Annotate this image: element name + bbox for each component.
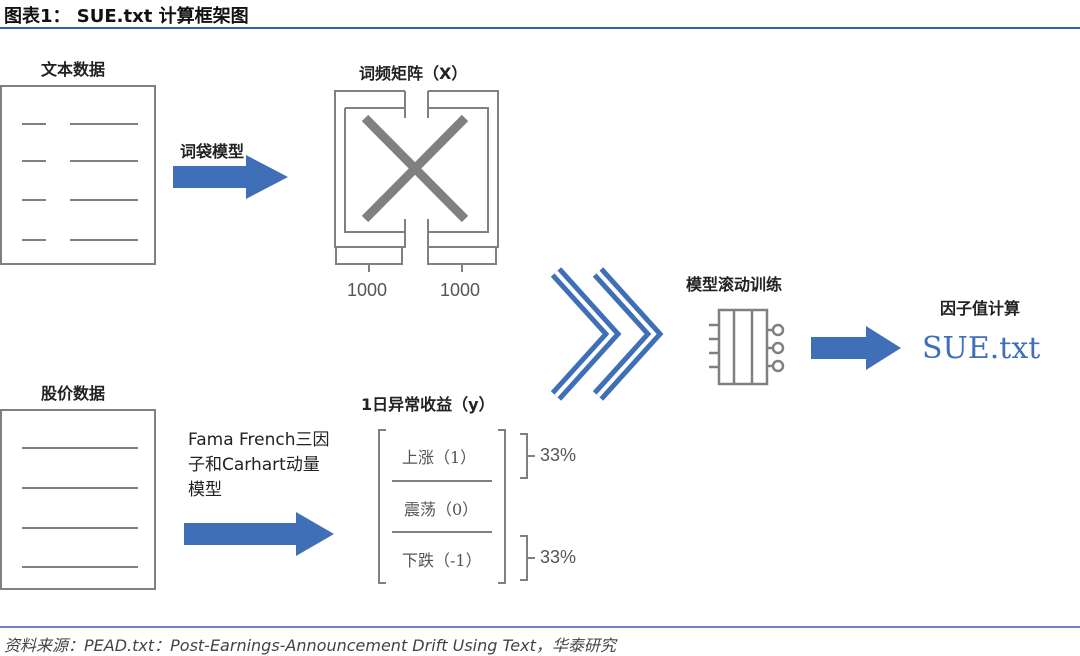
- bag-of-words-arrow: [173, 155, 288, 199]
- class-down: 下跌（-1）: [402, 551, 482, 570]
- class-share-braces: [520, 433, 535, 581]
- abnormal-return-bracket: [378, 429, 506, 584]
- factor-model-label-line3: 模型: [188, 480, 222, 500]
- matrix-cross-icon: [361, 114, 469, 223]
- text-data-label: 文本数据: [41, 60, 106, 79]
- source-note: 资料来源：PEAD.txt：Post-Earnings-Announcement…: [4, 636, 616, 655]
- output-sue-txt: SUE.txt: [922, 331, 1041, 366]
- text-document-icon: [0, 85, 156, 265]
- factor-calc-arrow: [811, 326, 901, 370]
- factor-calc-label: 因子值计算: [940, 299, 1021, 318]
- class-flat: 震荡（0）: [404, 500, 479, 519]
- abnormal-return-label: 1日异常收益（y）: [361, 395, 495, 414]
- matrix-dimension-braces: [335, 248, 497, 272]
- model-training-chip-icon: [709, 308, 785, 386]
- class-up: 上涨（1）: [402, 448, 477, 467]
- factor-model-label-line1: Fama French三因: [188, 430, 330, 450]
- figure-title: 图表1： SUE.txt 计算框架图: [4, 6, 249, 27]
- stock-document-icon: [0, 409, 156, 590]
- factor-model-label-line2: 子和Carhart动量: [188, 455, 320, 475]
- share-down: 33%: [540, 547, 577, 567]
- factor-model-arrow: [184, 512, 334, 556]
- top-rule: [0, 27, 1080, 29]
- share-up: 33%: [540, 445, 577, 465]
- word-frequency-matrix-icon: [334, 90, 499, 248]
- word-frequency-matrix-label: 词频矩阵（X）: [359, 64, 468, 83]
- matrix-dim-left: 1000: [347, 280, 388, 300]
- stock-data-label: 股价数据: [41, 384, 106, 403]
- rolling-training-label: 模型滚动训练: [686, 275, 783, 294]
- bag-of-words-label: 词袋模型: [180, 142, 245, 161]
- matrix-dim-right: 1000: [440, 280, 481, 300]
